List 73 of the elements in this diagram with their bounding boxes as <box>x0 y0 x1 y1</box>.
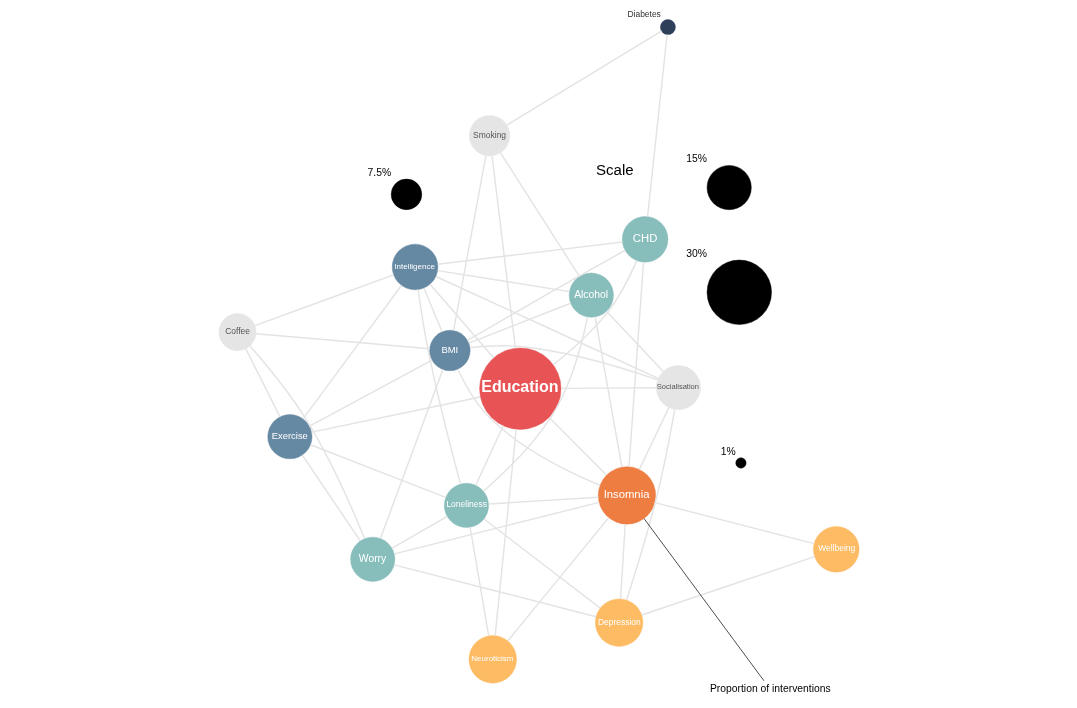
node-label: Diabetes <box>626 8 661 19</box>
node-circle: Coffee <box>218 313 256 351</box>
node-circle: CHD <box>621 216 668 263</box>
connector <box>499 152 580 278</box>
connector <box>301 284 402 420</box>
node-circle <box>735 457 746 469</box>
connector <box>301 454 361 542</box>
connector <box>466 249 626 341</box>
node-circle: Wellbeing <box>812 526 859 573</box>
connector <box>640 555 815 616</box>
connector <box>605 310 664 373</box>
node-circle: Worry <box>349 536 395 582</box>
connector <box>468 526 489 637</box>
connector <box>505 30 662 126</box>
node-circle: Socialisation <box>655 365 701 410</box>
connector <box>482 518 601 609</box>
connector <box>428 283 494 359</box>
node-circle: Alcohol <box>568 272 614 318</box>
label: Scale <box>595 160 634 178</box>
node-circle: Insomnia <box>597 466 656 525</box>
connector <box>552 259 637 366</box>
connector <box>619 523 626 600</box>
connector <box>392 564 597 618</box>
node-circle <box>390 178 422 210</box>
connector <box>308 359 433 427</box>
node-label: 1% <box>720 445 736 457</box>
connector <box>434 275 659 379</box>
connector <box>310 396 481 433</box>
connector <box>456 368 601 486</box>
connector <box>468 345 658 381</box>
node-circle: Smoking <box>468 115 510 157</box>
connector <box>390 515 448 549</box>
connector <box>452 154 487 332</box>
node-circle: Loneliness <box>443 483 489 528</box>
connector <box>393 501 600 555</box>
connector <box>487 496 599 505</box>
connector <box>547 416 607 476</box>
connector <box>594 316 623 468</box>
connector <box>646 34 668 218</box>
connector <box>253 274 394 327</box>
node-label: 15% <box>685 153 707 165</box>
connector <box>416 288 461 485</box>
node-label: 7.5% <box>367 167 391 179</box>
node-circle: Exercise <box>267 414 312 460</box>
node-circle: Neuroticism <box>468 635 517 684</box>
connector <box>436 241 623 265</box>
node-circle: Intelligence <box>391 243 438 291</box>
node-circle: Depression <box>594 598 643 647</box>
connector <box>490 155 516 349</box>
connector <box>482 316 588 492</box>
connector <box>422 287 443 333</box>
node-label: 30% <box>685 248 707 260</box>
connector <box>653 501 815 545</box>
node-text: Proportion of interventions <box>709 683 831 695</box>
node-circle <box>706 259 772 325</box>
connector <box>244 348 281 418</box>
connector <box>627 261 644 468</box>
connector <box>379 368 444 540</box>
connector <box>254 333 430 350</box>
node-circle <box>706 165 752 210</box>
connector <box>474 425 504 486</box>
connector <box>493 428 517 637</box>
connector <box>643 518 764 682</box>
connector <box>638 406 670 471</box>
connector <box>248 345 365 540</box>
connector <box>467 302 571 344</box>
connector <box>309 444 446 499</box>
connector <box>436 269 570 293</box>
node-circle <box>659 19 676 35</box>
node-circle: BMI <box>428 330 470 371</box>
node-circle: Education <box>478 347 561 430</box>
connector <box>625 408 675 601</box>
connector <box>506 517 609 642</box>
